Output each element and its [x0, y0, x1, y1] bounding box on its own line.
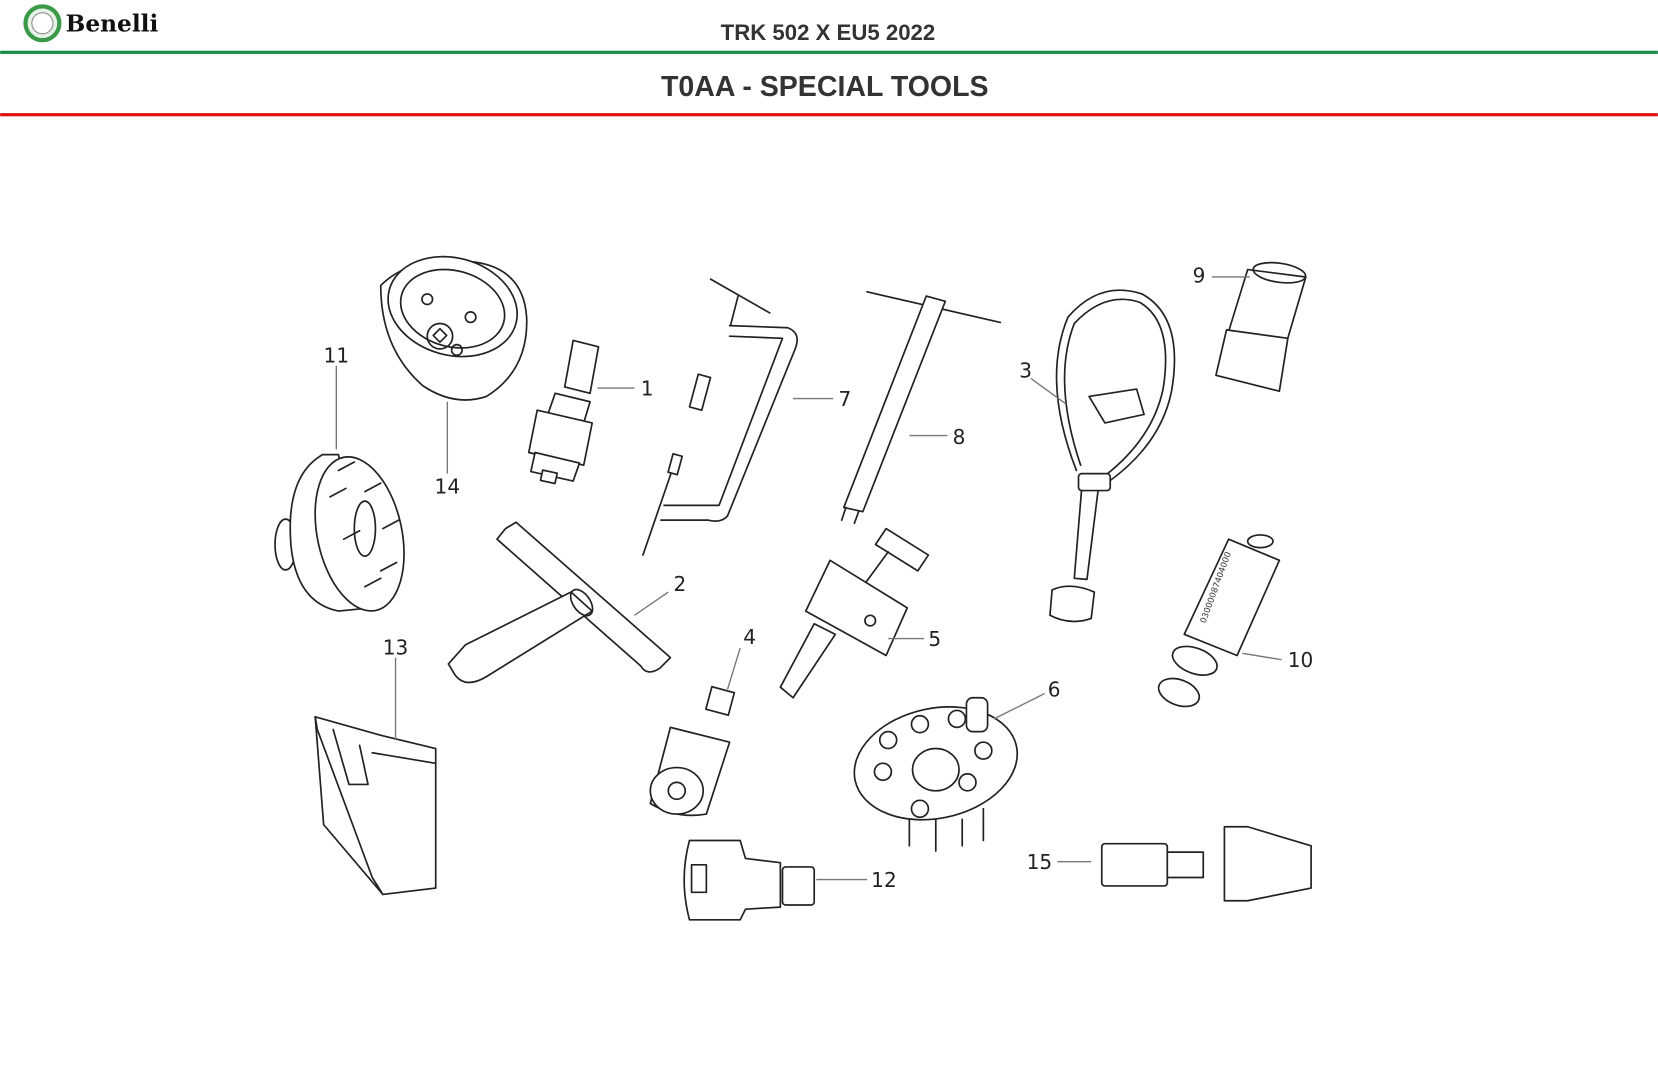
callout-4[interactable]: 4 — [743, 625, 756, 649]
tool-5-holder[interactable] — [779, 527, 930, 699]
brand-name: Benelli — [66, 11, 159, 38]
tool-4-puller[interactable] — [649, 685, 736, 817]
callout-10[interactable]: 10 — [1288, 648, 1314, 672]
leader-lines — [335, 276, 1282, 881]
callout-12[interactable]: 12 — [871, 868, 897, 892]
green-rule — [0, 50, 1658, 54]
callout-1[interactable]: 1 — [641, 376, 654, 400]
callout-14[interactable]: 14 — [435, 475, 461, 499]
model-title: TRK 502 X EU5 2022 — [721, 20, 936, 45]
callout-2[interactable]: 2 — [674, 572, 687, 596]
callout-9[interactable]: 9 — [1193, 263, 1206, 287]
callout-8[interactable]: 8 — [953, 425, 966, 449]
callout-15[interactable]: 15 — [1027, 850, 1053, 874]
tool-15-socket-set[interactable] — [1100, 825, 1312, 902]
tool-7-valve-spring-compressor[interactable] — [642, 278, 798, 556]
tool-1-puller[interactable] — [527, 339, 600, 485]
tool-13-case[interactable] — [314, 715, 437, 896]
tool-14-filter-wrench[interactable] — [377, 243, 529, 401]
tool-10-installer[interactable]: 03000087404000 — [1155, 534, 1281, 712]
red-rule — [0, 113, 1658, 117]
callout-5[interactable]: 5 — [928, 627, 941, 651]
section-title: T0AA - SPECIAL TOOLS — [661, 71, 989, 103]
tool-12-socket-adapter[interactable] — [683, 839, 816, 921]
callout-7[interactable]: 7 — [838, 387, 851, 411]
callout-13[interactable]: 13 — [383, 635, 409, 659]
benelli-logo[interactable]: Benelli — [23, 4, 159, 43]
tool-11-pin-wrench[interactable] — [274, 449, 417, 620]
tool-6-flywheel-holder[interactable] — [844, 692, 1028, 852]
callout-6[interactable]: 6 — [1048, 678, 1061, 702]
tool-9-socket[interactable] — [1215, 260, 1307, 393]
callout-3[interactable]: 3 — [1019, 358, 1032, 382]
tool-2-t-wrench[interactable] — [447, 521, 672, 684]
tool-3-strap-wrench[interactable] — [1049, 289, 1176, 623]
tool-8-t-handle-tool[interactable] — [840, 290, 1002, 525]
callout-11[interactable]: 11 — [324, 344, 350, 368]
